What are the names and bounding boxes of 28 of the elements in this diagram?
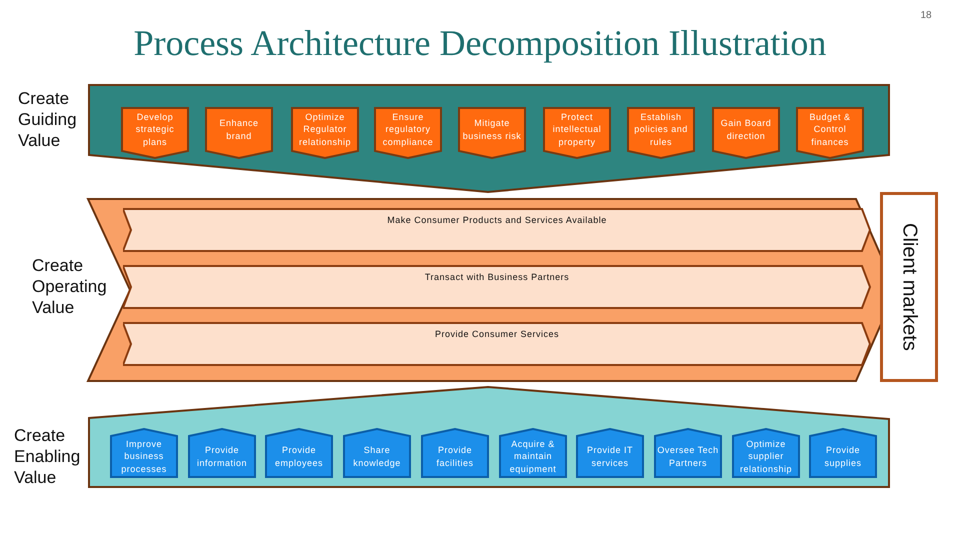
process-arrow-box: Gain Board direction	[712, 107, 780, 159]
process-arrow-box: Protect intellectual property	[543, 107, 611, 159]
process-chevron-row: Make Consumer Products and Services Available	[123, 208, 871, 252]
process-house-box: Oversee Tech Partners	[654, 428, 722, 478]
process-house-box: Optimize supplier relationship	[732, 428, 800, 478]
page-number: 18	[919, 10, 933, 21]
process-house-box: Provide information	[188, 428, 256, 478]
band-heading: Create Operating Value	[32, 255, 108, 318]
process-arrow-box: Develop strategic plans	[121, 107, 189, 159]
side-label-box: Client markets	[880, 192, 938, 382]
process-house-box: Provide employees	[265, 428, 333, 478]
process-chevron-row: Provide Consumer Services	[123, 322, 871, 366]
process-house-box: Acquire & maintain equipment	[499, 428, 567, 478]
process-arrow-box: Ensure regulatory compliance	[374, 107, 442, 159]
title: Process Architecture Decomposition Illustration	[132, 22, 828, 64]
process-chevron-row: Transact with Business Partners	[123, 265, 871, 309]
process-arrow-box: Mitigate business risk	[458, 107, 526, 159]
process-arrow-box: Budget & Control finances	[796, 107, 864, 159]
process-house-box: Share knowledge	[343, 428, 411, 478]
process-arrow-box: Optimize Regulator relationship	[291, 107, 359, 159]
process-arrow-box: Enhance brand	[205, 107, 273, 159]
process-house-box: Provide facilities	[421, 428, 489, 478]
process-house-box: Provide IT services	[576, 428, 644, 478]
band-heading: Create Enabling Value	[14, 425, 82, 488]
band-heading: Create Guiding Value	[18, 88, 78, 151]
process-arrow-box: Establish policies and rules	[627, 107, 695, 159]
process-house-box: Improve business processes	[110, 428, 178, 478]
process-house-box: Provide supplies	[809, 428, 877, 478]
